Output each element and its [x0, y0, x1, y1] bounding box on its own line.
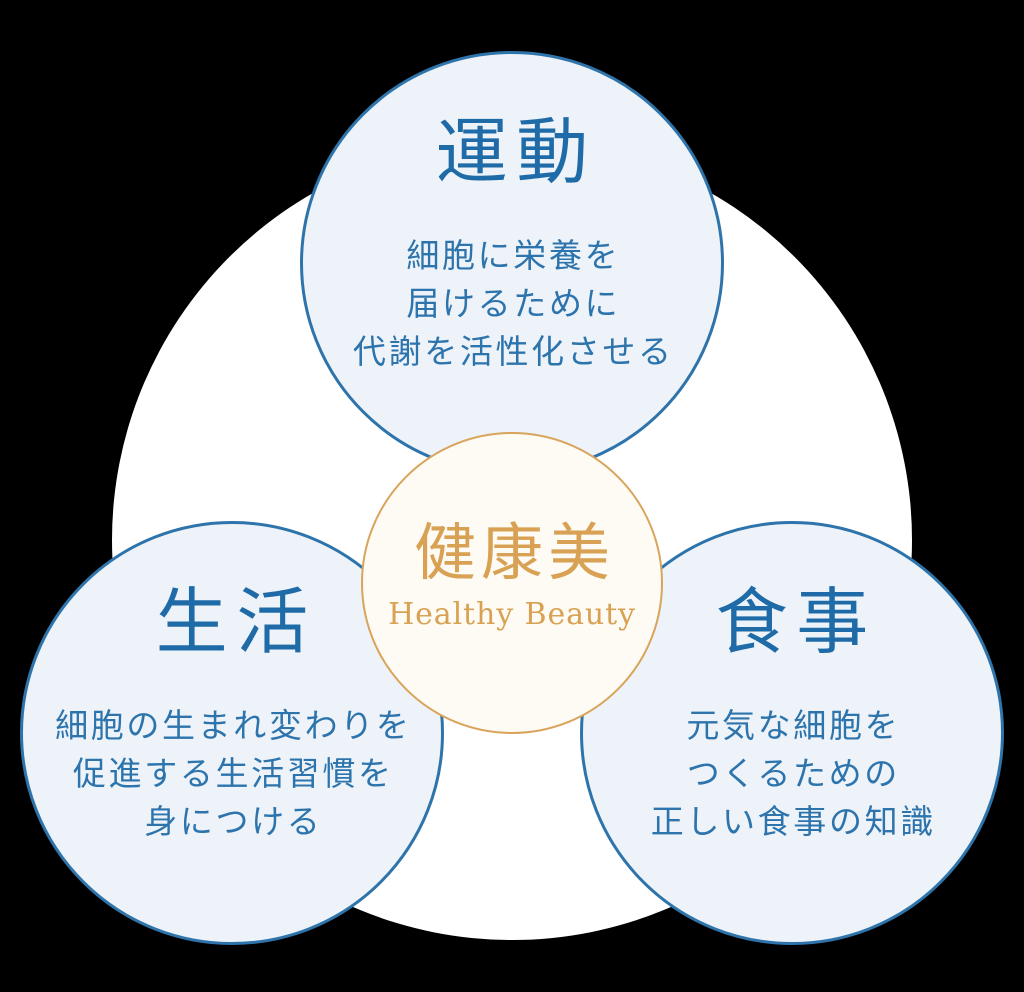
center-title: 健康美 — [414, 516, 615, 589]
center-subtitle: Healthy Beauty — [388, 597, 636, 632]
circle-diet-title: 食事 — [715, 580, 877, 664]
circle-lifestyle-line: 身につける — [144, 802, 323, 841]
circle-diet-line: つくるための — [686, 754, 900, 793]
center-circle: 健康美 Healthy Beauty — [361, 432, 663, 734]
circle-lifestyle-line: 促進する生活習慣を — [72, 754, 394, 793]
circle-lifestyle-title: 生活 — [155, 580, 317, 664]
circle-exercise: 運動 細胞に栄養を 届けるために 代謝を活性化させる — [300, 51, 724, 475]
circle-diet-description: 元気な細胞を つくるための 正しい食事の知識 — [583, 702, 1001, 846]
circle-exercise-line: 細胞に栄養を — [406, 236, 621, 275]
circle-exercise-line: 届けるために — [406, 284, 621, 323]
circle-exercise-line: 代謝を活性化させる — [352, 332, 674, 371]
circle-lifestyle-line: 細胞の生まれ変わりを — [55, 706, 412, 745]
circle-diet-line: 正しい食事の知識 — [650, 802, 936, 841]
circle-lifestyle-description: 細胞の生まれ変わりを 促進する生活習慣を 身につける — [23, 702, 441, 846]
circle-exercise-description: 細胞に栄養を 届けるために 代謝を活性化させる — [303, 232, 721, 376]
circle-exercise-title: 運動 — [435, 110, 597, 194]
circle-diet-line: 元気な細胞を — [686, 706, 901, 745]
